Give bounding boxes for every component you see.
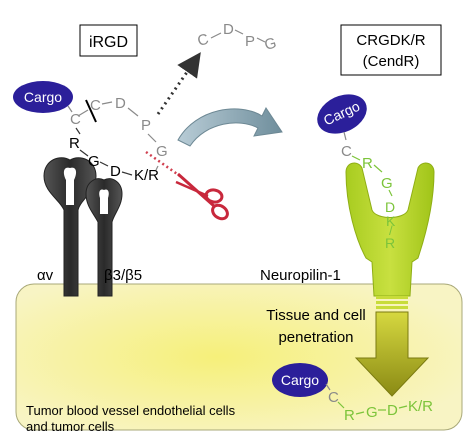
fragment-residue-p: P <box>245 33 255 50</box>
tumor-cell-label-line2: and tumor cells <box>26 419 115 434</box>
irgd-box-label: iRGD <box>89 34 128 51</box>
curved-arrow-icon <box>177 107 283 147</box>
dotted-arrow-icon <box>156 52 201 115</box>
cendr-in-residue-g: G <box>366 404 378 421</box>
cendr-in-residue-d: D <box>387 402 398 419</box>
fragment-residue-g: G <box>263 34 279 53</box>
tumor-cell-label-line1: Tumor blood vessel endothelial cells <box>26 403 236 418</box>
integrin-receptor <box>43 157 123 297</box>
fragment-residue-d: D <box>223 21 234 38</box>
cendr-top-residue-r: R <box>362 155 373 172</box>
irgd-residue-p: P <box>141 117 151 134</box>
cendr-peptide-internalized: C R G D K/R <box>325 383 433 424</box>
cendr-box-label-line1: CRGDK/R <box>356 32 425 49</box>
irgd-residue-c2: C <box>90 97 101 114</box>
cendr-box <box>340 24 442 76</box>
cendr-top-residue-c: C <box>341 143 352 160</box>
cargo-cendr-top <box>317 94 367 134</box>
fragment-residue-c: C <box>196 31 211 50</box>
cendr-in-residue-kr: K/R <box>408 398 433 415</box>
irgd-box <box>79 24 138 57</box>
scissors-icon <box>175 172 229 221</box>
neuropilin-transmembrane <box>376 296 408 309</box>
penetration-label-line2: penetration <box>278 329 353 346</box>
irgd-residue-d: D <box>115 95 126 112</box>
cendr-box-label-line2: (CendR) <box>363 53 420 70</box>
down-arrow-icon <box>354 311 430 397</box>
cendr-top-residue-g: G <box>381 175 393 192</box>
integrin-beta-subunit <box>85 178 123 297</box>
cendr-top-residue-d: D <box>385 199 395 215</box>
cleaved-fragment: C D P G <box>196 21 279 54</box>
integrin-alpha-label: αv <box>37 267 54 284</box>
cendr-peptide-bound: C R G D K / R <box>341 131 396 251</box>
cendr-top-residue-r2: R <box>385 235 395 251</box>
cendr-in-residue-c: C <box>328 389 339 406</box>
irgd-residue-g2: G <box>156 143 168 160</box>
cleavage-site-line <box>145 150 181 178</box>
irgd-residue-kr: K/R <box>134 167 159 184</box>
irgd-peptide: C C D P G R G D K/R <box>67 95 168 184</box>
irgd-residue-c1: C <box>70 111 81 128</box>
irgd-residue-g1: G <box>88 153 100 170</box>
integrin-beta-label: β3/β5 <box>104 267 142 284</box>
irgd-residue-d2: D <box>110 163 121 180</box>
cendr-top-residue-slash: / <box>389 223 393 238</box>
cendr-top-residue-k: K <box>386 213 396 229</box>
neuropilin-label: Neuropilin-1 <box>260 267 341 284</box>
cargo-cendr-internalized-label: Cargo <box>281 372 319 388</box>
cendr-in-residue-r: R <box>344 407 355 424</box>
penetration-label-line1: Tissue and cell <box>266 307 366 324</box>
neuropilin-1-receptor <box>345 162 435 297</box>
cargo-irgd-label: Cargo <box>24 89 62 105</box>
cargo-cendr-internalized <box>272 363 328 397</box>
irgd-residue-r: R <box>69 135 80 152</box>
tumor-cell-region <box>15 283 463 431</box>
cargo-irgd <box>13 81 73 113</box>
